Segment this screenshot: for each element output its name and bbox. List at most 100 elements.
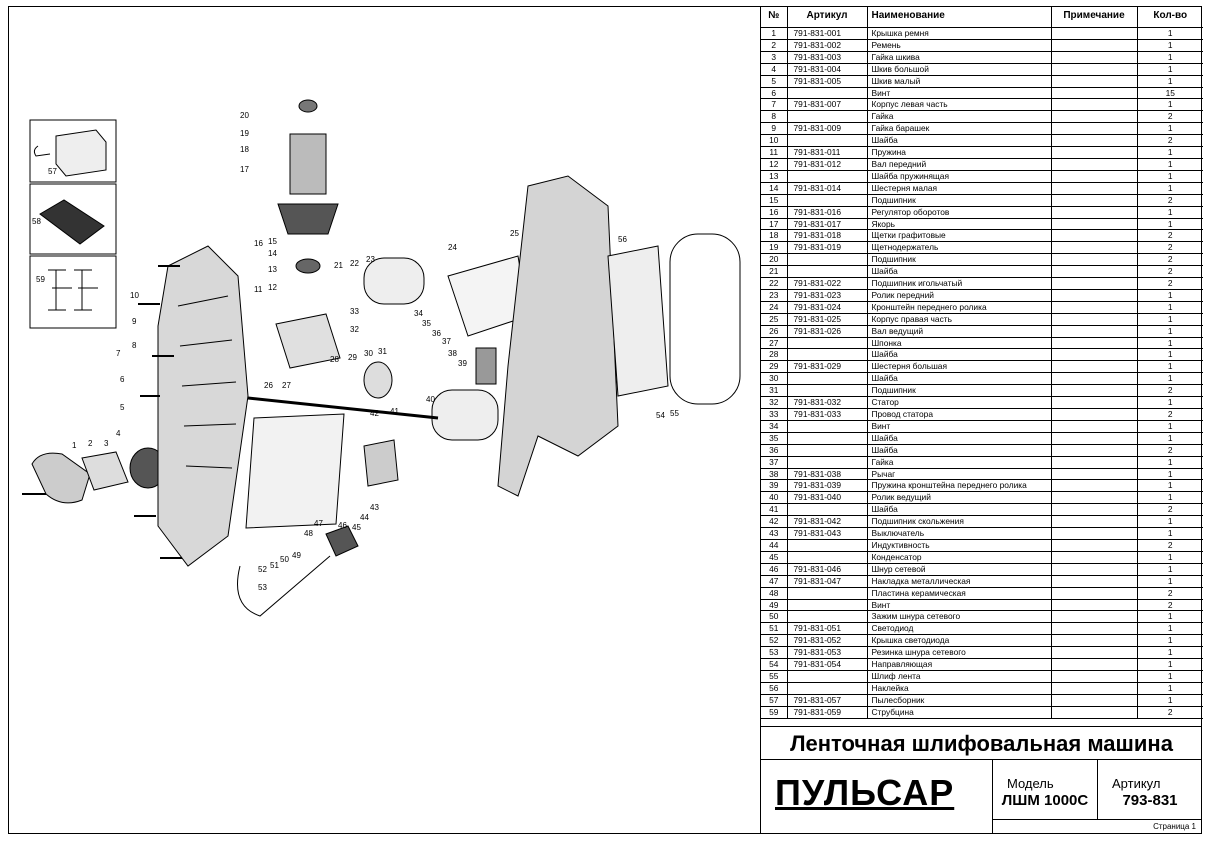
callout-label: 22 [350, 259, 359, 268]
row-quantity: 1 [1137, 75, 1203, 88]
row-article: 791-831-022 [787, 277, 868, 290]
callout-labels: 57 58 59 1 2 3 4 5 6 7 8 9 10 11 12 13 1… [32, 111, 679, 592]
row-note [1051, 122, 1138, 136]
row-note [1051, 229, 1138, 243]
row-article: 791-831-057 [787, 694, 868, 707]
row-number: 32 [761, 396, 788, 409]
row-name: Пластина керамическая [867, 587, 1052, 600]
callout-label: 13 [268, 265, 277, 274]
row-number: 16 [761, 206, 788, 219]
row-number: 45 [761, 551, 788, 564]
row-quantity: 1 [1137, 146, 1203, 159]
row-note [1051, 134, 1138, 148]
row-note [1051, 313, 1138, 326]
row-article [787, 444, 868, 457]
callout-label: 5 [120, 403, 125, 412]
row-number: 23 [761, 289, 788, 302]
row-article [787, 253, 868, 267]
row-note [1051, 241, 1138, 255]
row-number: 14 [761, 182, 788, 195]
row-article: 791-831-054 [787, 658, 868, 671]
row-note [1051, 63, 1138, 76]
stator-shape [275, 313, 341, 369]
row-note [1051, 360, 1138, 374]
row-quantity: 2 [1137, 265, 1203, 279]
callout-label: 50 [280, 555, 289, 564]
row-article [787, 551, 868, 564]
row-article: 791-831-047 [787, 575, 868, 588]
row-name: Статор [867, 396, 1052, 409]
row-quantity: 1 [1137, 563, 1203, 576]
row-number: 34 [761, 420, 788, 433]
row-number: 13 [761, 170, 788, 183]
parts-panel: № Артикул Наименование Примечание Кол-во… [760, 6, 1203, 834]
row-quantity: 1 [1137, 670, 1203, 683]
row-quantity: 1 [1137, 325, 1203, 338]
row-name: Подшипник скольжения [867, 515, 1052, 529]
row-number: 18 [761, 229, 788, 243]
row-quantity: 2 [1137, 706, 1203, 719]
power-cord-shape [237, 555, 331, 617]
row-note [1051, 146, 1138, 159]
callout-label: 41 [390, 407, 399, 416]
accessory-box-58 [29, 183, 117, 255]
row-note [1051, 706, 1138, 719]
row-name: Пылесборник [867, 694, 1052, 707]
row-note [1051, 682, 1138, 695]
drive-shaft-shape [247, 396, 439, 420]
row-quantity: 1 [1137, 551, 1203, 564]
guide-shape [607, 245, 669, 397]
callout-label: 12 [268, 283, 277, 292]
row-note [1051, 98, 1138, 112]
row-number: 41 [761, 503, 788, 517]
belt-cover-shape [31, 452, 91, 504]
header-article: Артикул [787, 6, 868, 28]
row-name: Крышка светодиода [867, 634, 1052, 648]
clamp-shapes [48, 269, 98, 311]
row-name: Гайка барашек [867, 122, 1052, 136]
row-article: 791-831-046 [787, 563, 868, 576]
row-article [787, 503, 868, 517]
row-quantity: 1 [1137, 432, 1203, 445]
callout-label: 15 [268, 237, 277, 246]
row-note [1051, 515, 1138, 529]
callout-label: 8 [132, 341, 137, 350]
row-quantity: 1 [1137, 491, 1203, 505]
front-roller-shape [363, 257, 425, 305]
row-article: 791-831-029 [787, 360, 868, 374]
callout-label: 38 [448, 349, 457, 358]
callout-label: 54 [656, 411, 665, 420]
callout-label: 39 [458, 359, 467, 368]
row-number: 28 [761, 348, 788, 362]
row-number: 50 [761, 610, 788, 624]
row-number: 26 [761, 325, 788, 338]
row-quantity: 1 [1137, 170, 1203, 183]
row-note [1051, 372, 1138, 386]
row-article [787, 170, 868, 183]
row-quantity: 1 [1137, 158, 1203, 171]
row-note [1051, 587, 1138, 600]
row-quantity: 2 [1137, 444, 1203, 457]
row-note [1051, 51, 1138, 64]
callout-label: 35 [422, 319, 431, 328]
row-article: 791-831-023 [787, 289, 868, 302]
row-article [787, 87, 868, 100]
row-name: Струбцина [867, 706, 1052, 719]
row-name: Крышка ремня [867, 27, 1052, 40]
armature-body [289, 133, 327, 195]
row-article: 791-831-051 [787, 622, 868, 636]
row-quantity: 1 [1137, 515, 1203, 529]
